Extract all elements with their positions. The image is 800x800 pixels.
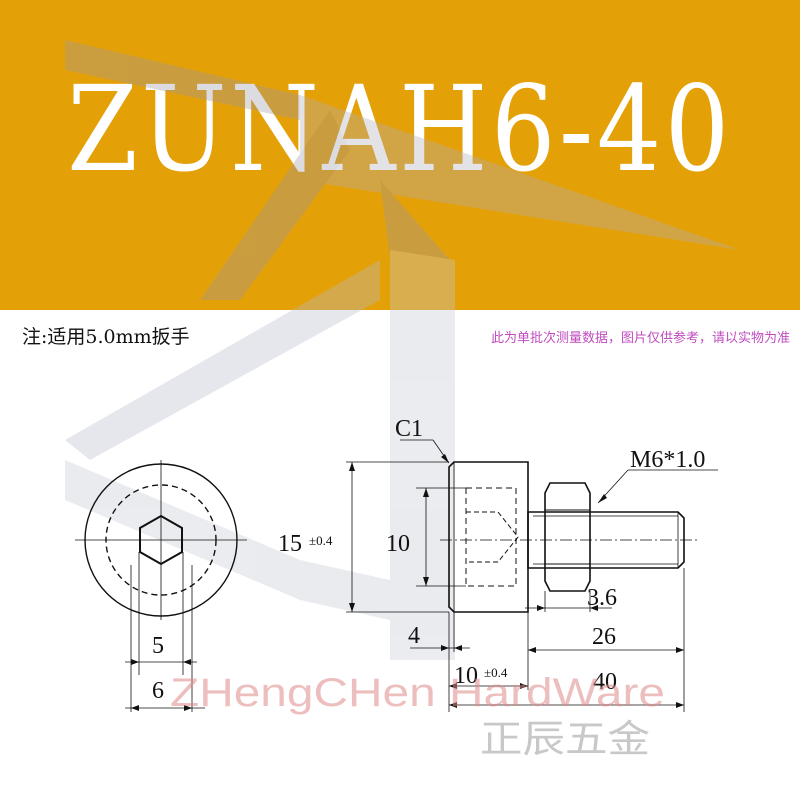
product-title: ZUNAH6-40 <box>67 60 733 198</box>
side-view-arrows <box>349 454 684 708</box>
logo-watermark <box>65 40 740 660</box>
side-view-dimensions <box>346 439 718 712</box>
disclaimer-note: 此为单批次测量数据，图片仅供参考，请以实物为准 <box>490 331 790 346</box>
head-diameter-tolerance: ±0.4 <box>309 533 333 548</box>
thread-length-label: 26 <box>592 624 616 650</box>
four-label: 4 <box>408 623 420 649</box>
side-view <box>440 461 700 613</box>
head-diameter-label: 15 <box>278 531 302 557</box>
watermark-english: ZHengCHen HardWare <box>170 671 665 715</box>
head-length-tolerance: ±0.4 <box>484 665 508 680</box>
chamfer-label: C1 <box>395 416 423 442</box>
total-length-label: 40 <box>593 669 617 695</box>
title-banner <box>0 0 800 310</box>
hex-outer-label: 6 <box>152 678 164 704</box>
head-length-label: 10 <box>454 663 478 689</box>
watermark-chinese: 正辰五金 <box>480 717 650 761</box>
hex-across-flats-label: 5 <box>152 633 164 659</box>
thread-label: M6*1.0 <box>630 447 705 473</box>
nut-thickness-label: 3.6 <box>587 585 617 611</box>
front-view-arrows <box>131 659 192 711</box>
wrench-note: 注:适用5.0mm扳手 <box>22 326 190 348</box>
socket-dimension-label: 10 <box>386 531 410 557</box>
